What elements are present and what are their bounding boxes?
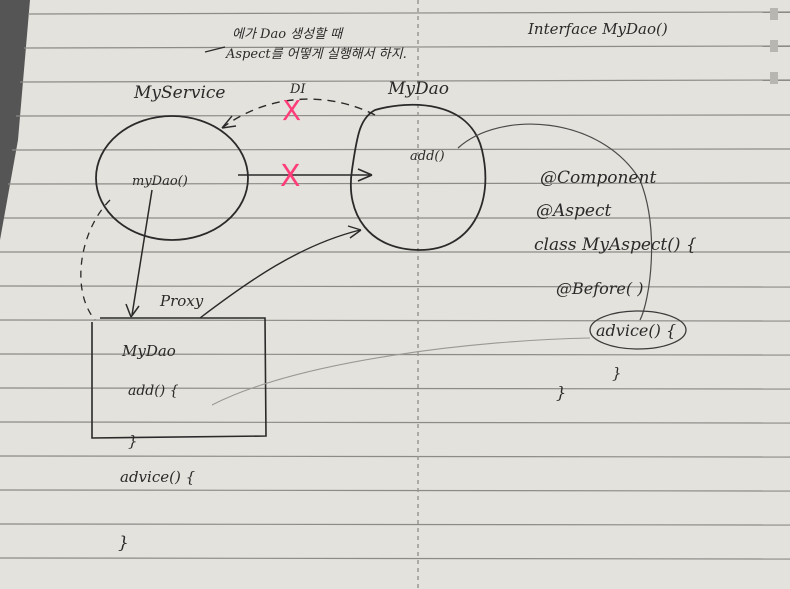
binder-marks [770,8,778,84]
proxy-method: add() { [128,383,179,399]
ruled-lines [0,11,790,560]
aspect-line-5: advice() { [596,321,676,340]
direct-arrow-head [357,168,373,182]
direct-cross: X [280,159,301,194]
aspect-line-6: } [612,364,622,382]
note-line-1: 에가 Dao 생성할 때 [232,27,344,42]
note-arrow [204,46,226,53]
aspect-line-4: @Before( ) [556,279,643,298]
aspect-line-7: } [556,383,566,402]
service-title: MyService [133,83,225,103]
advice-highlight-circle [589,310,687,350]
di-cross: X [282,94,301,127]
service-method: myDao() [132,174,188,189]
proxy-to-dao-head [347,225,362,239]
proxy-close: } [128,432,138,450]
aspect-line-3: class MyAspect() { [534,235,697,255]
proxy-add-to-advice-line [211,337,591,406]
dao-title: MyDao [387,79,449,99]
proxy-title: Proxy [159,292,204,310]
di-label: DI [289,82,306,97]
dao-method: add() [410,149,445,164]
interface-label: Interface MyDao() [527,20,668,38]
di-dashed-arrow [221,98,376,129]
left-dashed-curve [80,199,111,321]
service-circle [95,115,249,241]
aspect-line-2: @Aspect [536,201,611,221]
proxy-box [91,317,267,439]
add-to-aspect-curve [457,123,653,321]
dao-circle [350,103,487,251]
proxy-to-dao-arrow [199,229,361,319]
proxy-field: MyDao [121,342,176,360]
aspect-line-1: @Component [540,168,656,188]
di-arrow-head [221,115,237,129]
service-to-proxy-head [125,303,140,318]
proxy-advice: advice() { [120,468,196,486]
service-to-proxy-arrow [131,189,153,316]
proxy-end: } [118,533,129,553]
note-line-2: Aspect를 어떻게 실행해서 하지. [225,47,407,62]
